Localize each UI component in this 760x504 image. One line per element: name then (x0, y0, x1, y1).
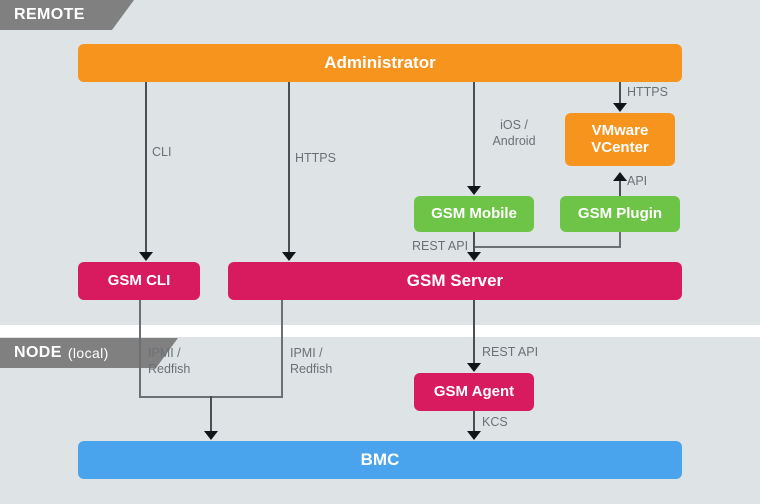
edge-label-admin-cli: CLI (152, 145, 172, 159)
node-bmc[interactable]: BMC (78, 441, 682, 479)
node-gsm-plugin[interactable]: GSM Plugin (560, 196, 680, 232)
edge-arrow-server-agent (467, 363, 481, 372)
node-label-bmc: BMC (360, 450, 400, 470)
node-gsm-cli[interactable]: GSM CLI (78, 262, 200, 300)
section-label-node: NODE (14, 344, 62, 361)
edge-line-admin-mobile (473, 82, 475, 187)
edge-line-admin-server (288, 82, 290, 253)
edge-arrow-agent-bmc (467, 431, 481, 440)
node-label-gsm-plugin: GSM Plugin (577, 204, 663, 222)
edge-arrow-admin-vcenter (613, 103, 627, 112)
edge-label-cli-bmc: IPMI / Redfish (148, 346, 191, 376)
edge-arrow-mobile-server (467, 252, 481, 261)
edge-label-admin-server: HTTPS (295, 151, 336, 165)
node-label-gsm-server: GSM Server (406, 271, 504, 291)
edge-line-admin-cli (145, 82, 147, 253)
edge-label-admin-vcenter: HTTPS (627, 85, 668, 99)
edge-line-cli-bmc (139, 300, 141, 397)
edge-arrow-admin-cli (139, 252, 153, 261)
edge-label-admin-mobile: iOS / Android (492, 118, 536, 148)
edge-label-mobile-server: REST API (412, 239, 469, 253)
edge-line-plugin-vcenter (619, 181, 621, 196)
node-label-gsm-agent: GSM Agent (433, 382, 515, 400)
node-administrator[interactable]: Administrator (78, 44, 682, 82)
edge-line-ipmi-to-bmc (210, 396, 212, 439)
edge-line-plugin-down (619, 232, 621, 248)
node-gsm-server[interactable]: GSM Server (228, 262, 682, 300)
edge-line-admin-vcenter (619, 82, 621, 104)
edge-line-mobile-server (473, 232, 475, 253)
node-gsm-agent[interactable]: GSM Agent (414, 373, 534, 411)
section-label-remote: REMOTE (14, 6, 85, 23)
node-label-gsm-cli: GSM CLI (107, 271, 171, 289)
node-label-gsm-mobile: GSM Mobile (431, 204, 517, 222)
node-label-vmware-vcenter: VMware VCenter (591, 121, 649, 156)
edge-label-plugin-vcenter: API (627, 174, 648, 188)
edge-arrow-admin-server (282, 252, 296, 261)
edge-line-server-agent (473, 300, 475, 364)
edge-line-plugin-to-server-horizontal (473, 246, 621, 248)
edge-label-agent-bmc: KCS (482, 415, 508, 429)
edge-label-server-agent: REST API (482, 345, 539, 359)
edge-arrow-ipmi-bmc (204, 431, 218, 440)
node-gsm-mobile[interactable]: GSM Mobile (414, 196, 534, 232)
node-vmware-vcenter[interactable]: VMware VCenter (565, 113, 675, 166)
node-label-administrator: Administrator (324, 53, 436, 73)
edge-line-agent-bmc (473, 411, 475, 439)
edge-label-server-bmc: IPMI / Redfish (290, 346, 333, 376)
edge-line-server-bmc (281, 300, 283, 397)
edge-arrow-plugin-vcenter (613, 172, 627, 181)
section-banner-node: NODE (local) (0, 338, 178, 368)
section-sublabel-node: (local) (67, 345, 109, 361)
edge-arrow-admin-mobile (467, 186, 481, 195)
section-banner-remote: REMOTE (0, 0, 134, 30)
